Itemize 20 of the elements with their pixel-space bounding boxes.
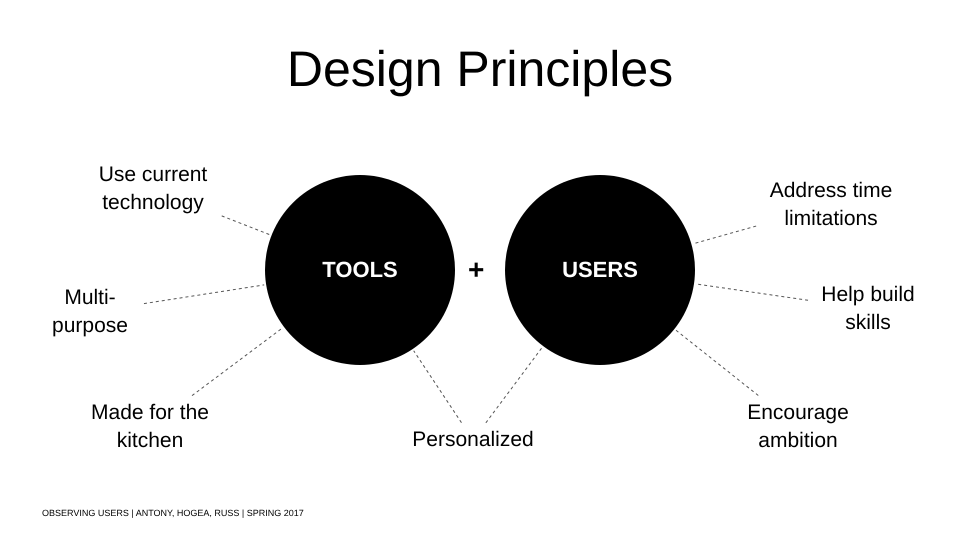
principle-label: Made for the kitchen <box>90 400 210 454</box>
footer-text: OBSERVING USERS | ANTONY, HOGEA, RUSS | SPRING 2017 <box>42 508 304 518</box>
principle-label: Use current technology <box>98 162 208 216</box>
circle-label: TOOLS <box>322 257 398 283</box>
circle-label: USERS <box>562 257 638 283</box>
connector-line <box>192 328 283 396</box>
principle-label: Help build skills <box>820 282 916 336</box>
connector-line <box>676 330 759 396</box>
connector-line <box>485 347 542 424</box>
principle-label: Multi- purpose <box>51 285 129 339</box>
connector-line <box>143 284 265 304</box>
title: Design Principles <box>286 40 674 98</box>
principle-label: Encourage ambition <box>746 400 850 454</box>
connector-line <box>221 215 270 236</box>
connector-line <box>696 283 809 301</box>
connector-line <box>413 350 462 424</box>
principle-label: Address time limitations <box>768 178 894 232</box>
plus-sign: + <box>468 254 484 286</box>
principle-label: Personalized <box>412 427 534 453</box>
connector-line <box>692 226 757 244</box>
